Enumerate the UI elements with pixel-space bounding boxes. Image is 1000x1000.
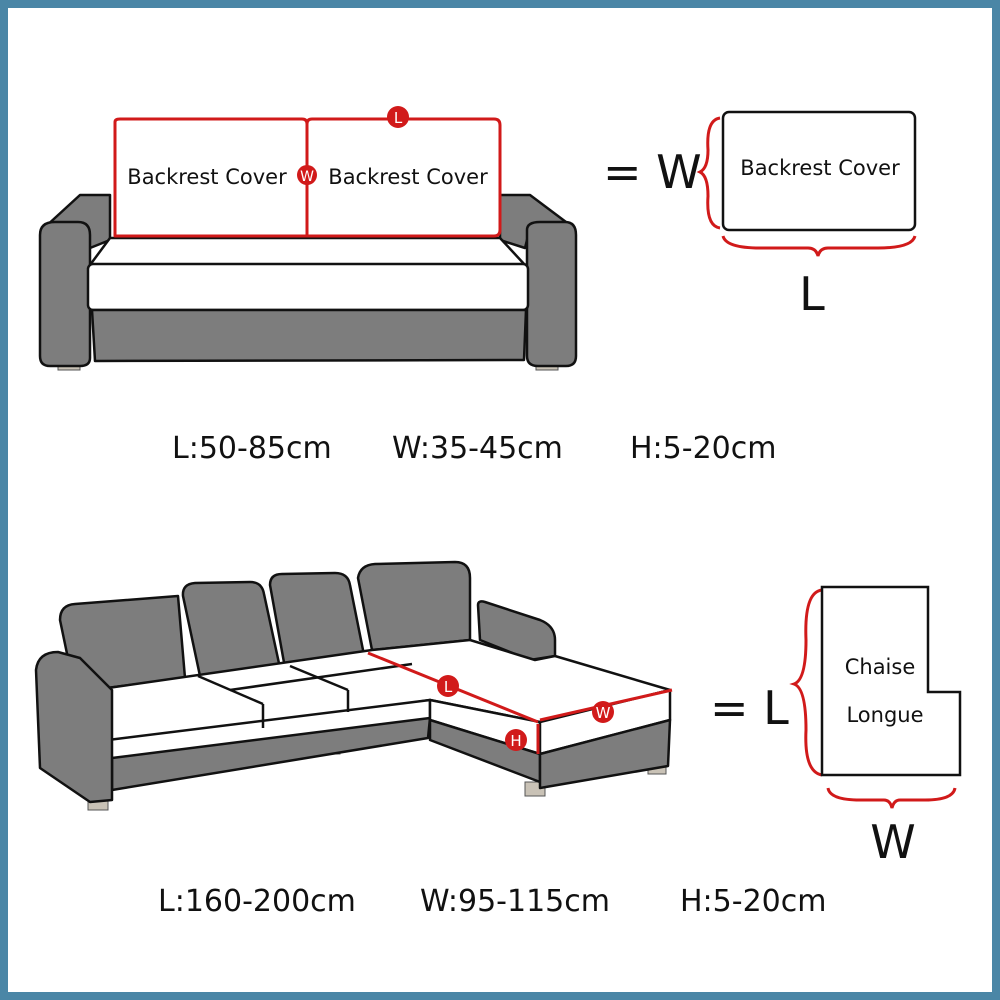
dimension-length: L:50-85cm: [172, 431, 332, 466]
height-marker: H: [505, 729, 527, 751]
length-brace: [721, 235, 917, 257]
dimension-length: L:160-200cm: [158, 884, 356, 919]
chaise-longue-detail-box: [820, 585, 962, 777]
width-marker: W: [592, 701, 614, 723]
chaise-label-line2: Longue: [846, 703, 923, 727]
equals-length-label: = L: [710, 681, 789, 735]
width-label: W: [870, 815, 915, 869]
svg-text:L: L: [394, 109, 403, 127]
dimension-height: H:5-20cm: [680, 884, 826, 919]
backrest-cover-detail-box: [721, 110, 917, 232]
width-brace: [826, 787, 957, 809]
dimension-width: W:35-45cm: [392, 431, 563, 466]
svg-text:H: H: [510, 732, 521, 750]
length-marker: L: [437, 675, 459, 697]
backrest-cover-right-label: Backrest Cover: [328, 165, 488, 189]
three-seat-sofa-illustration: [38, 117, 578, 371]
length-marker: L: [387, 106, 409, 128]
backrest-cover-detail-label: Backrest Cover: [740, 156, 900, 180]
backrest-cover-left-label: Backrest Cover: [127, 165, 287, 189]
width-brace: [696, 116, 721, 230]
dimension-height: H:5-20cm: [630, 431, 776, 466]
dimension-width: W:95-115cm: [420, 884, 610, 919]
svg-text:L: L: [444, 678, 453, 696]
svg-text:W: W: [596, 704, 611, 722]
length-brace: [789, 588, 823, 777]
svg-text:W: W: [300, 169, 314, 185]
length-label: L: [799, 267, 825, 321]
chaise-label-line1: Chaise: [845, 655, 916, 679]
equals-width-label: = W: [603, 145, 702, 199]
sectional-sofa-illustration: [34, 560, 672, 811]
width-marker: W: [297, 165, 317, 185]
